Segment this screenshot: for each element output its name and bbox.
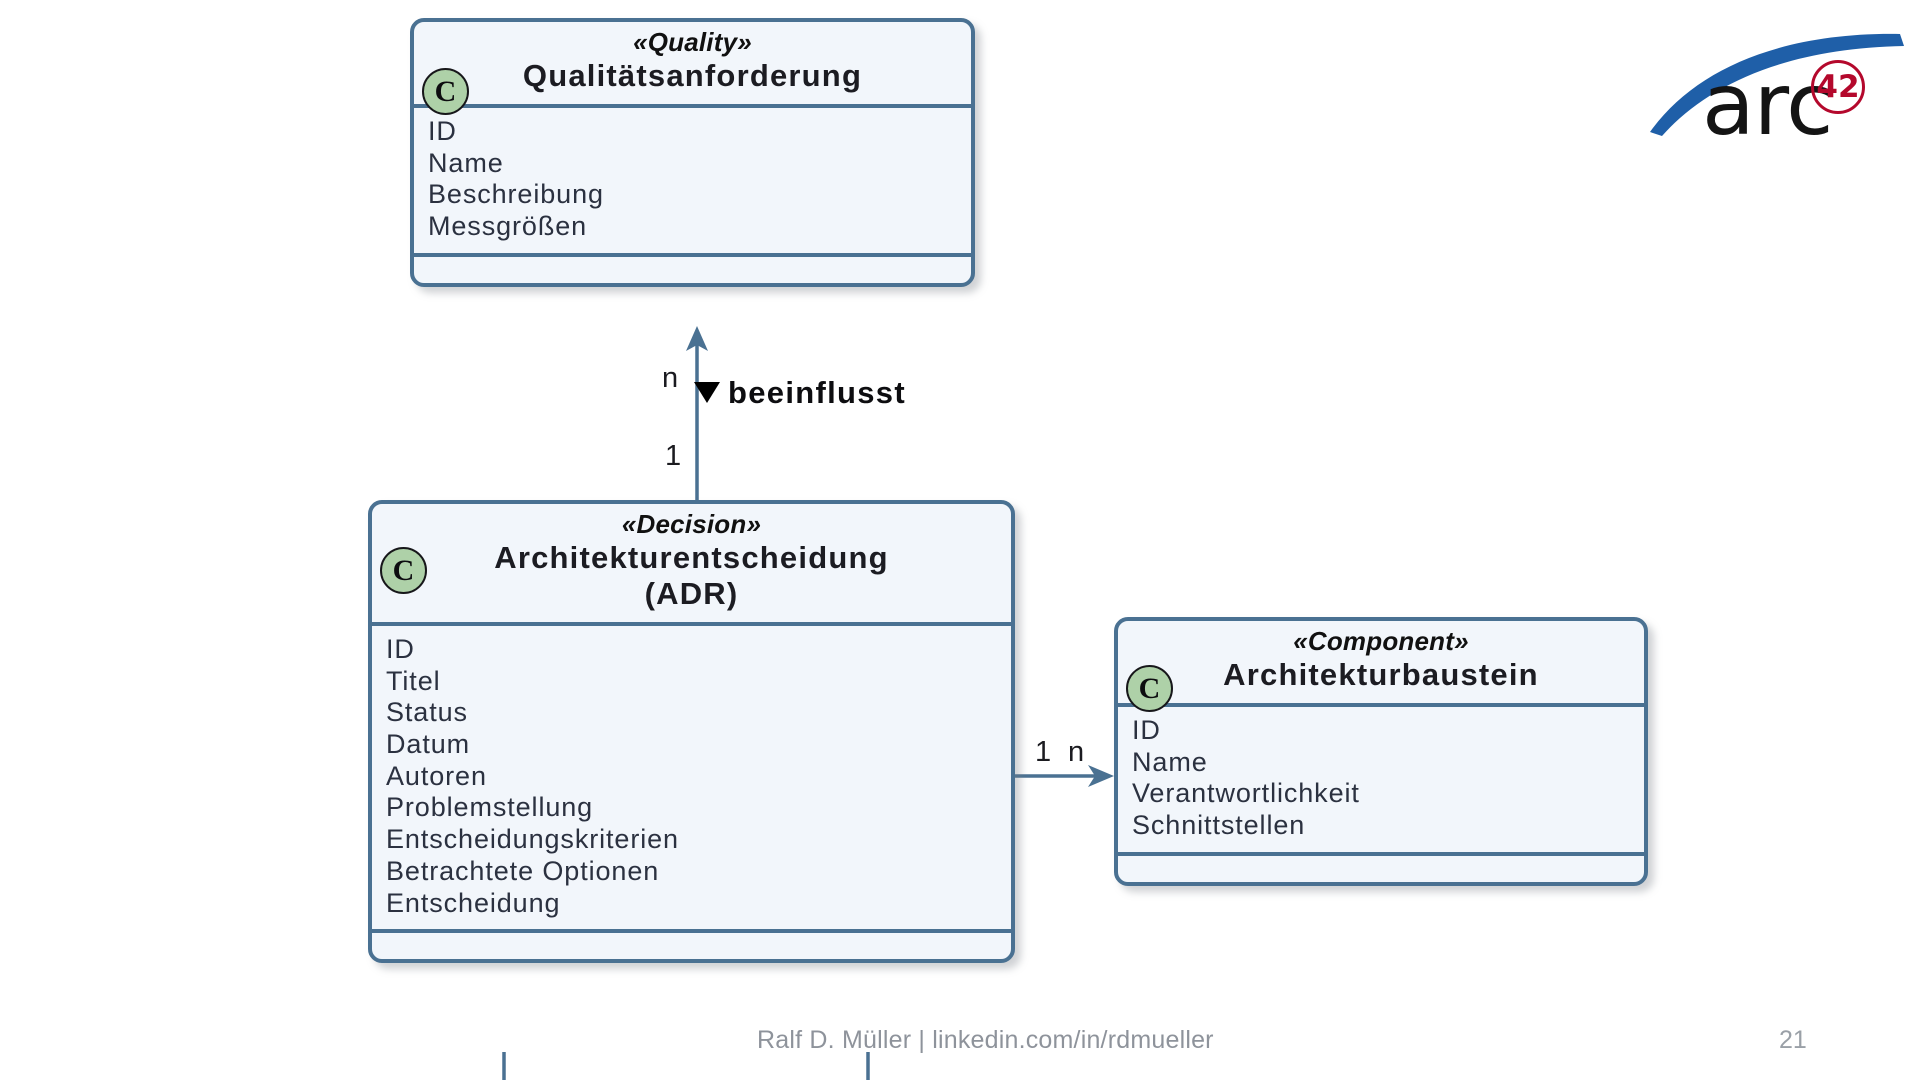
class-header-architekturbaustein: C «Component» Architekturbaustein — [1118, 621, 1644, 712]
class-title: Qualitätsanforderung — [522, 57, 863, 93]
multiplicity-adr-component-source: 1 — [1035, 736, 1052, 768]
arc42-logo: arc 42 — [1648, 24, 1908, 148]
class-operations-qualitaetsanforderung — [414, 257, 971, 283]
arc42-wordmark: arc — [1702, 55, 1833, 155]
multiplicity-adr-end: 1 — [665, 440, 682, 472]
uml-class-qualitaetsanforderung[interactable]: C «Quality» Qualitätsanforderung ID Name… — [410, 18, 975, 287]
class-icon-badge: C — [380, 547, 427, 594]
uml-class-architekturentscheidung[interactable]: C «Decision» Architekturentscheidung (AD… — [368, 500, 1015, 964]
class-attribute: Betrachtete Optionen — [386, 855, 660, 886]
multiplicity-quality-end: n — [662, 362, 679, 394]
class-attribute: ID — [1132, 714, 1161, 745]
class-attribute: Titel — [386, 665, 441, 696]
class-icon-badge: C — [1126, 665, 1173, 712]
arc42-badge: 42 — [1811, 60, 1865, 114]
class-title: Architekturbaustein — [1223, 656, 1539, 692]
class-attribute: Name — [1132, 746, 1208, 777]
multiplicity-adr-component-target: n — [1068, 736, 1085, 768]
class-title: Architekturentscheidung (ADR) — [494, 539, 889, 611]
class-attributes-architekturbaustein: ID Name Verantwortlichkeit Schnittstelle… — [1118, 707, 1644, 856]
slide-page-number: 21 — [1779, 1026, 1807, 1054]
class-operations-architekturbaustein — [1118, 856, 1644, 882]
association-label-beeinflusst: beeinflusst — [728, 375, 906, 410]
class-attributes-qualitaetsanforderung: ID Name Beschreibung Messgrößen — [414, 108, 971, 257]
class-operations-architekturentscheidung — [372, 933, 1011, 959]
class-attribute: Datum — [386, 728, 471, 759]
class-attribute: ID — [428, 115, 457, 146]
arrowhead-quality — [686, 326, 708, 351]
class-attribute: Status — [386, 697, 468, 728]
uml-class-architekturbaustein[interactable]: C «Component» Architekturbaustein ID Nam… — [1114, 617, 1648, 886]
class-header-qualitaetsanforderung: C «Quality» Qualitätsanforderung — [414, 22, 971, 115]
class-stereotype: «Component» — [1293, 626, 1469, 656]
class-stereotype: «Decision» — [621, 509, 762, 539]
footer-author-credit: Ralf D. Müller | linkedin.com/in/rdmuell… — [757, 1026, 1214, 1054]
class-attribute: Autoren — [386, 760, 487, 791]
class-attribute: Schnittstellen — [1132, 810, 1306, 840]
arc42-swoosh-icon — [1650, 33, 1904, 136]
class-attribute: Name — [428, 147, 504, 178]
class-attribute: Beschreibung — [428, 179, 604, 210]
class-header-architekturentscheidung: C «Decision» Architekturentscheidung (AD… — [372, 504, 1011, 626]
class-attribute: Messgrößen — [428, 211, 588, 241]
class-attribute: Verantwortlichkeit — [1132, 778, 1360, 809]
class-attributes-architekturentscheidung: ID Titel Status Datum Autoren Problemste… — [372, 626, 1011, 934]
arrowhead-component — [1088, 765, 1114, 787]
association-direction-arrow — [694, 382, 720, 403]
class-attribute: Entscheidung — [386, 887, 561, 918]
class-attribute: Problemstellung — [386, 792, 594, 823]
class-attribute: ID — [386, 633, 415, 664]
class-stereotype: «Quality» — [633, 27, 752, 57]
class-icon-badge: C — [422, 68, 469, 115]
class-attribute: Entscheidungskriterien — [386, 824, 679, 855]
